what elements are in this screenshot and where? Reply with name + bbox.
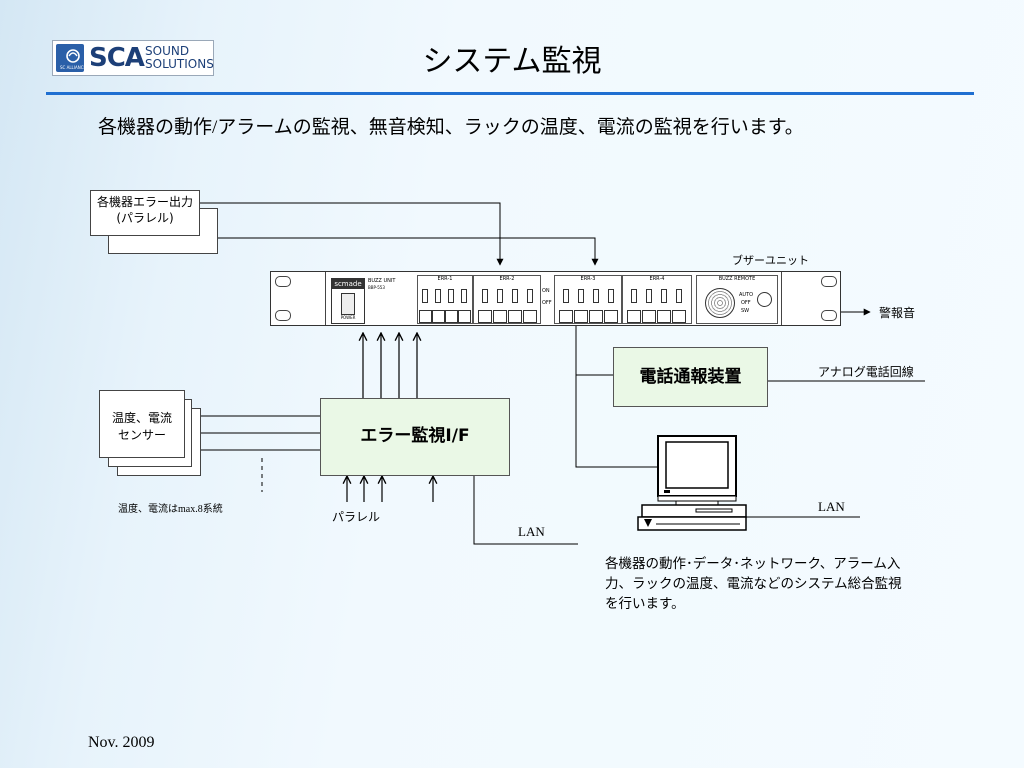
- auto-label: AUTO: [739, 292, 754, 298]
- logo-sound-text: SOUND: [145, 44, 190, 58]
- lan-label-2: LAN: [818, 499, 845, 514]
- buzz-remote-panel: BUZZ REMOTE AUTO OFF SW: [696, 275, 778, 324]
- err-group-4: ERR-4: [622, 275, 692, 324]
- err-group-label: ERR-3: [580, 276, 596, 282]
- err-group-3: ERR-3: [554, 275, 622, 324]
- power-label: POWER: [340, 315, 356, 320]
- logo-mark-icon: [66, 49, 80, 63]
- parallel-label: パラレル: [332, 510, 381, 524]
- rack-hole: [275, 276, 291, 287]
- power-panel: scmade POWER: [331, 278, 365, 324]
- page-subtitle: 各機器の動作/アラームの監視、無音検知、ラックの温度、電流の監視を行います。: [98, 117, 804, 138]
- rack-hole: [275, 310, 291, 321]
- model-number: BBP-553: [368, 285, 385, 290]
- logo-alliance-text: SC ALLIANCE: [59, 65, 87, 70]
- analog-line-label: アナログ電話回線: [818, 365, 914, 379]
- buzz-remote-label: BUZZ REMOTE: [718, 276, 756, 282]
- pc-description-line-3: を行います。: [605, 596, 685, 612]
- model-label: BUZZ UNIT: [368, 278, 396, 284]
- error-monitor-label: エラー監視I/F: [360, 426, 470, 446]
- logo-solutions-text: SOLUTIONS: [145, 57, 214, 71]
- buzz-unit: scmade POWER BUZZ UNIT BBP-553 ERR-1 ERR…: [270, 271, 841, 326]
- sensor-note: 温度、電流はmax.8系統: [118, 504, 223, 515]
- lan-label-1: LAN: [518, 524, 545, 539]
- power-switch[interactable]: [341, 293, 355, 315]
- monitoring-pc-icon: [637, 435, 747, 531]
- logo-sca-text: SCA: [89, 43, 145, 73]
- phone-notification-device: 電話通報装置: [613, 347, 768, 407]
- sw-label: SW: [741, 308, 750, 314]
- err-group-2: ERR-2: [473, 275, 541, 324]
- error-line-2: [218, 237, 599, 266]
- phone-device-label: 電話通報装置: [639, 367, 742, 387]
- sca-logo: SC ALLIANCE SCA SOUND SOLUTIONS: [52, 40, 214, 76]
- title-divider: [46, 92, 974, 95]
- err-group-label: ERR-2: [499, 276, 515, 282]
- pc-description-line-2: 力、ラックの温度、電流などのシステム総合監視: [605, 576, 902, 592]
- err-group-label: ERR-4: [649, 276, 665, 282]
- sensor-box: 温度、電流 センサー: [99, 390, 185, 458]
- buzz-unit-label: ブザーユニット: [732, 254, 809, 267]
- error-output-label-1: 各機器エラー出力: [96, 195, 193, 209]
- pc-description: 各機器の動作･データ･ネットワーク、アラーム入 力、ラックの温度、電流などのシス…: [605, 554, 902, 614]
- lan-line-1: [473, 475, 578, 545]
- alarm-sound-label: 警報音: [879, 306, 916, 320]
- err-group-label: ERR-1: [437, 276, 453, 282]
- error-output-box: 各機器エラー出力 (パラレル): [90, 190, 200, 236]
- error-line-1: [200, 202, 504, 266]
- footer-date: Nov. 2009: [88, 734, 155, 751]
- mode-knob[interactable]: [757, 292, 772, 307]
- rack-hole: [821, 310, 837, 321]
- sensor-label-1: 温度、電流: [111, 411, 172, 425]
- error-output-label-2: (パラレル): [116, 211, 174, 225]
- alliance-badge: SC ALLIANCE: [56, 44, 86, 72]
- on-label: ON: [542, 288, 550, 294]
- brand-label: scmade: [332, 279, 364, 289]
- err-group-1: ERR-1: [417, 275, 473, 324]
- phone-line: [575, 326, 660, 468]
- off-knob-label: OFF: [741, 300, 751, 306]
- rack-hole: [821, 276, 837, 287]
- off-label: OFF: [542, 300, 552, 306]
- buzzer-speaker-icon: [705, 288, 735, 318]
- sensor-label-2: センサー: [117, 428, 166, 442]
- page-title: システム監視: [422, 44, 602, 79]
- error-monitor-if: エラー監視I/F: [320, 398, 510, 476]
- pc-description-line-1: 各機器の動作･データ･ネットワーク、アラーム入: [605, 556, 901, 572]
